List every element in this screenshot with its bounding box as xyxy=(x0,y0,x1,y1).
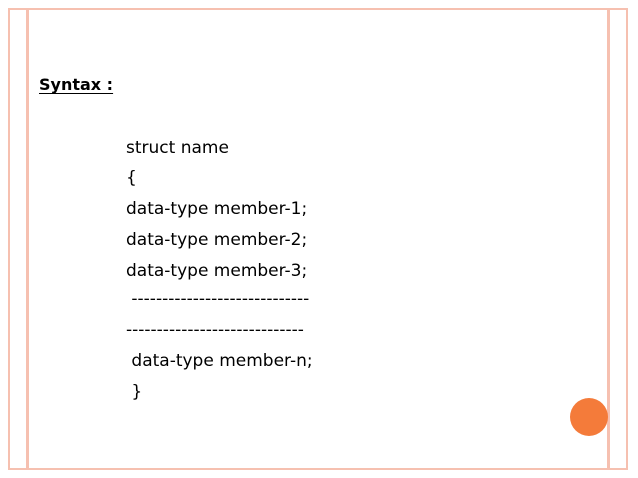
code-line-member-2: data-type member-2; xyxy=(126,230,308,250)
right-decorative-stripe xyxy=(607,10,610,470)
code-line-open-brace: { xyxy=(126,168,137,188)
syntax-heading: Syntax : xyxy=(39,75,114,94)
left-decorative-stripe xyxy=(26,10,29,470)
code-line-dashes-1: ----------------------------- xyxy=(126,289,310,309)
orange-circle-decoration xyxy=(570,398,608,436)
code-line-member-3: data-type member-3; xyxy=(126,261,308,281)
code-line-close-brace: } xyxy=(126,382,143,402)
code-line-member-n: data-type member-n; xyxy=(126,351,313,371)
slide-frame xyxy=(8,8,628,470)
code-line-struct-name: struct name xyxy=(126,138,229,158)
code-line-member-1: data-type member-1; xyxy=(126,199,308,219)
code-line-dashes-2: ----------------------------- xyxy=(126,320,304,340)
